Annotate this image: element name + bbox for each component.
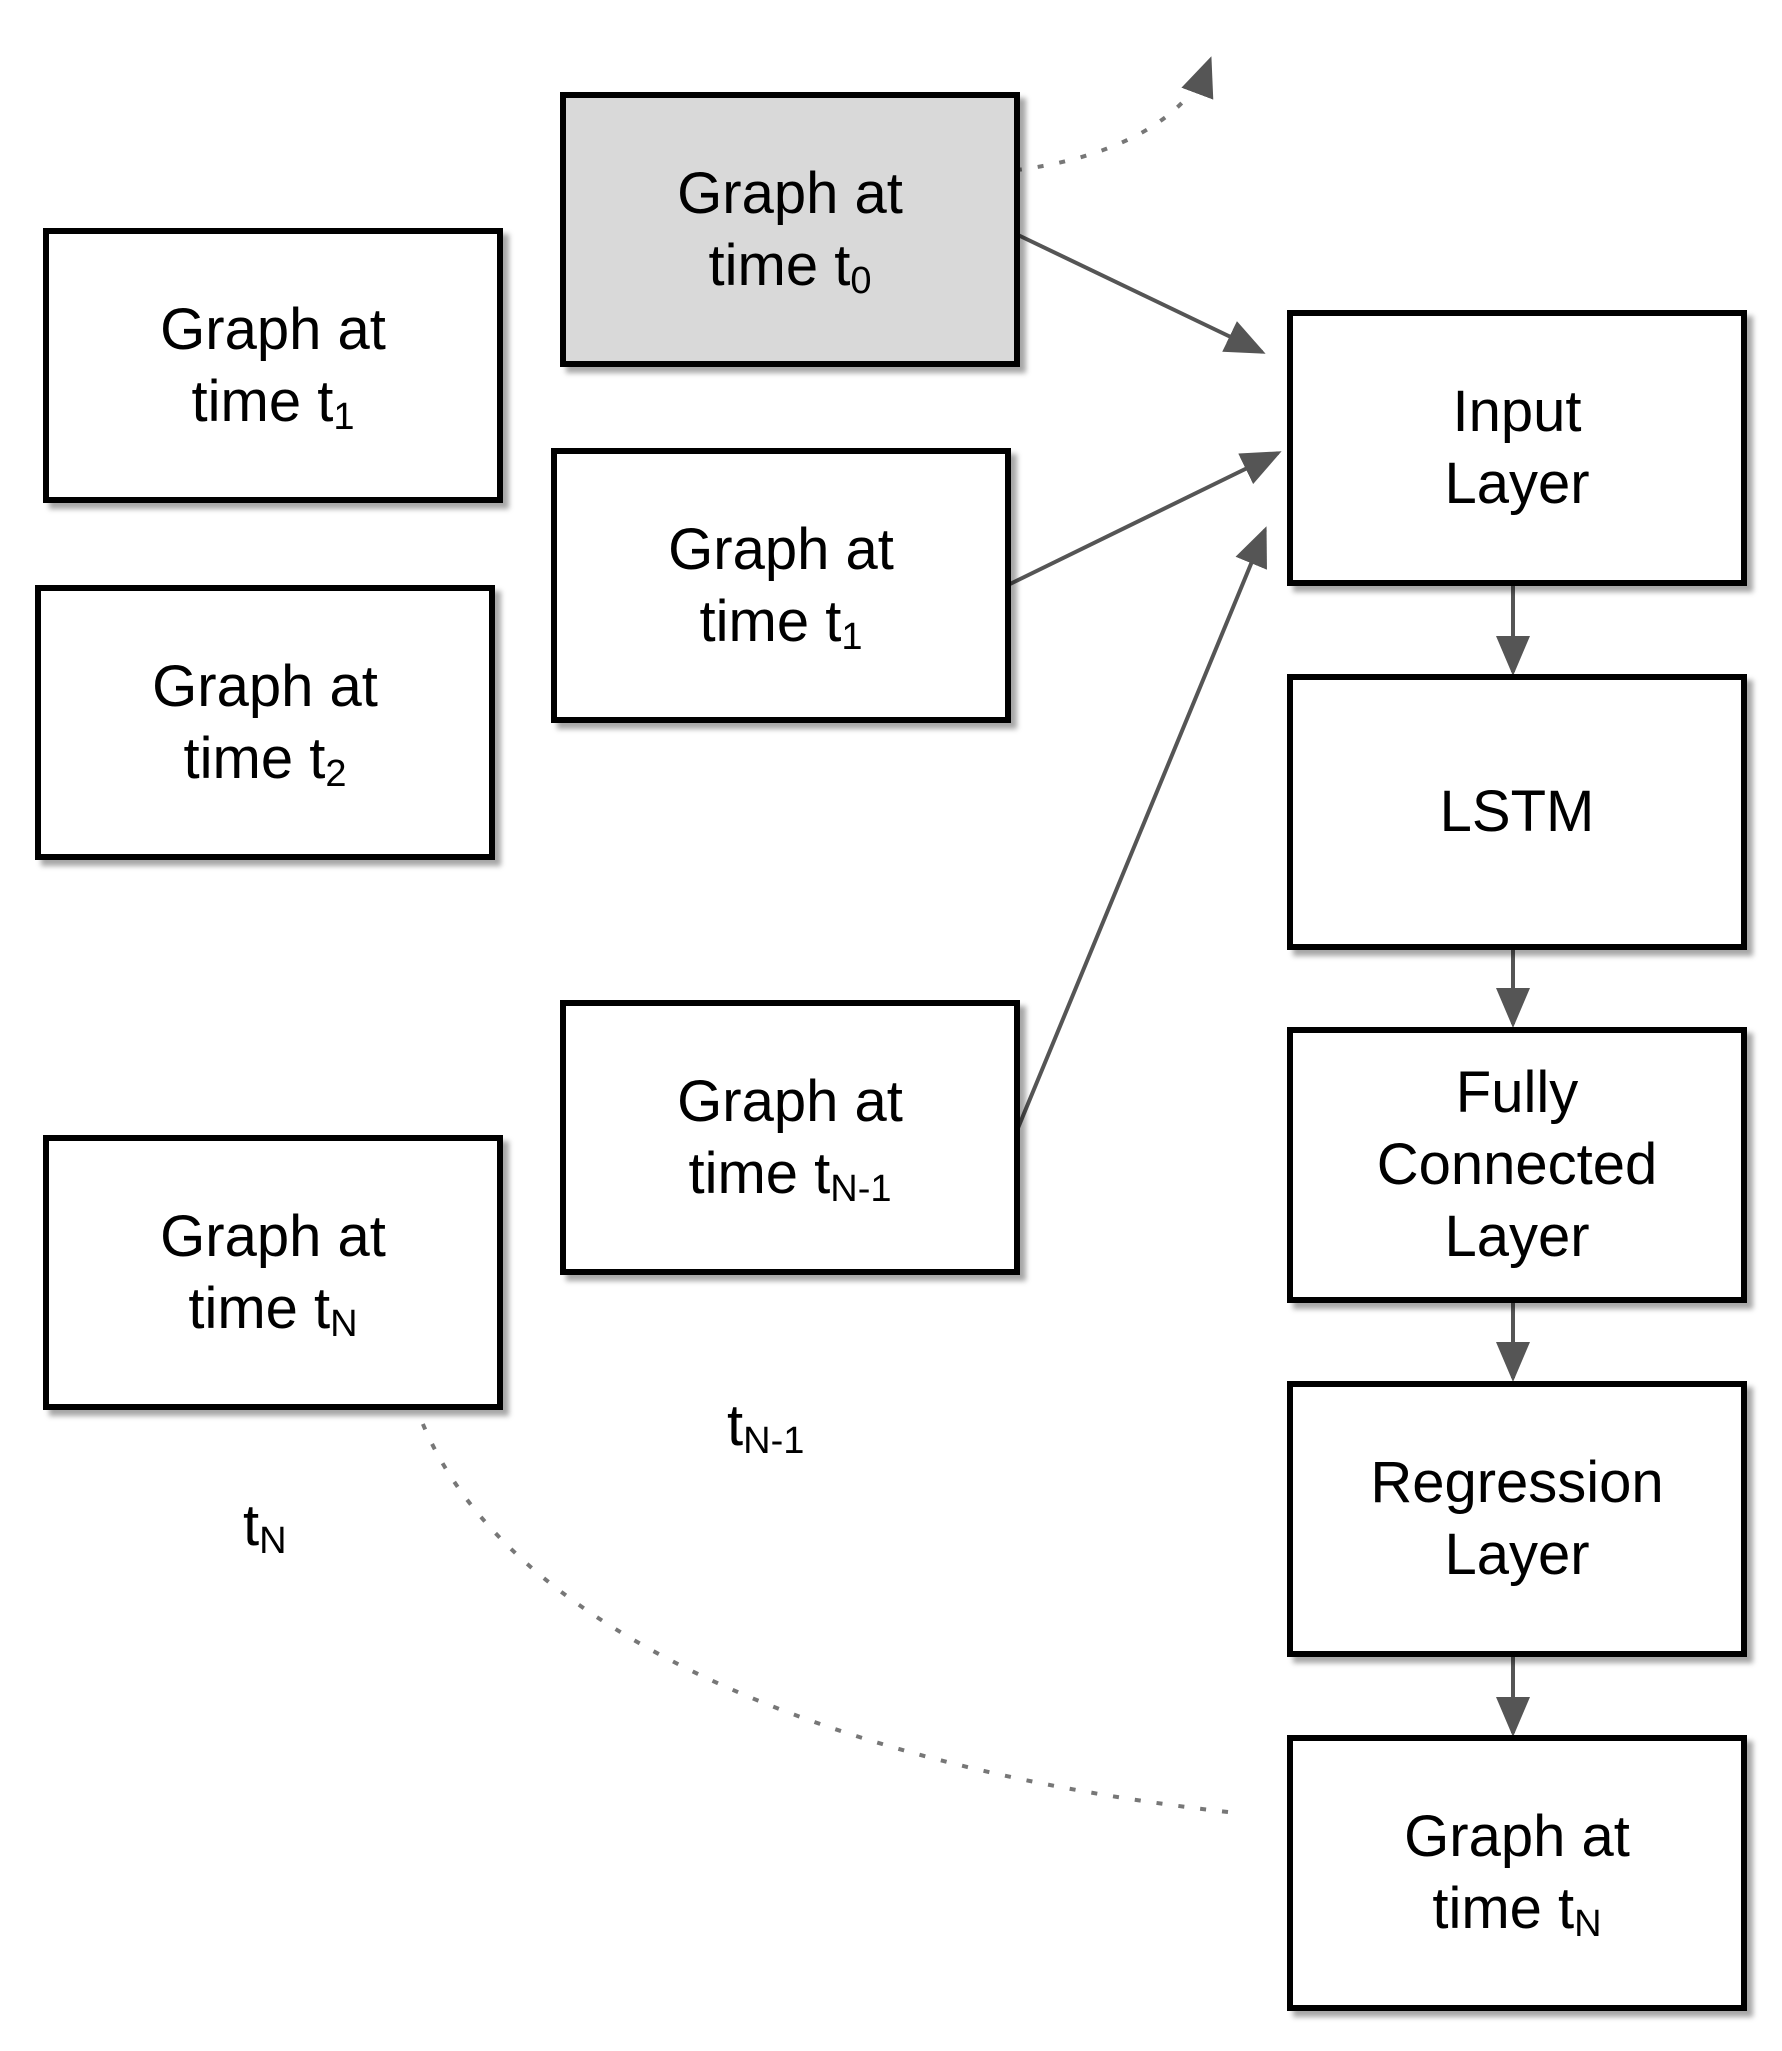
free-label-subscript: N bbox=[259, 1520, 287, 1562]
free-label-tN-1: tN-1 bbox=[727, 1390, 804, 1462]
free-label-tN: tN bbox=[243, 1490, 287, 1562]
graph-node-t1-left: Graph at time t1 bbox=[43, 228, 503, 503]
input-layer-node: Input Layer bbox=[1287, 310, 1747, 586]
graph-node-t0: Graph at time t0 bbox=[560, 92, 1020, 367]
node-label-line1: Graph at bbox=[1404, 1804, 1630, 1869]
time-word: time t bbox=[183, 725, 326, 791]
node-label-line2: time tN-1 bbox=[688, 1138, 891, 1210]
time-subscript: 0 bbox=[850, 259, 872, 302]
free-label-base: t bbox=[243, 1493, 260, 1558]
node-label-line1: Graph at bbox=[677, 160, 903, 226]
node-label-line1: Graph at bbox=[668, 516, 894, 582]
node-label-line2: Layer bbox=[1444, 1522, 1590, 1587]
node-label-line1: Input bbox=[1452, 379, 1582, 444]
node-label-line1: Graph at bbox=[160, 296, 386, 362]
time-word: time t bbox=[708, 232, 851, 298]
free-label-subscript: N-1 bbox=[743, 1420, 805, 1462]
time-subscript: 2 bbox=[325, 752, 347, 795]
time-subscript: 1 bbox=[841, 615, 863, 658]
time-subscript: N bbox=[1574, 1903, 1602, 1945]
node-label-line2: Connected bbox=[1376, 1132, 1658, 1197]
time-word: time t bbox=[699, 588, 842, 654]
node-label-line1: Graph at bbox=[152, 653, 378, 719]
node-label-line2: Layer bbox=[1444, 451, 1590, 516]
graph-node-tN-left: Graph at time tN bbox=[43, 1135, 503, 1410]
node-label-line2: time tN bbox=[188, 1273, 357, 1345]
graph-node-t2-left: Graph at time t2 bbox=[35, 585, 495, 860]
time-subscript: N bbox=[330, 1302, 358, 1345]
output-graph-node-tN: Graph at time tN bbox=[1287, 1735, 1747, 2011]
time-word: time t bbox=[188, 1275, 331, 1341]
time-word: time t bbox=[1432, 1876, 1575, 1941]
node-label-line2: time t1 bbox=[192, 366, 355, 438]
node-label-line2: time t1 bbox=[700, 586, 863, 658]
regression-layer-node: Regression Layer bbox=[1287, 1381, 1747, 1657]
node-label-line1: Fully bbox=[1455, 1060, 1579, 1125]
node-label-line1: Graph at bbox=[160, 1203, 386, 1269]
time-word: time t bbox=[191, 368, 334, 434]
arrow-tN1-to-input bbox=[1016, 526, 1267, 1129]
arrow-t1-to-input bbox=[1009, 451, 1282, 586]
arrow-t0-to-input bbox=[1017, 233, 1266, 354]
node-label-line2: time t2 bbox=[184, 723, 347, 795]
node-label-line2: time t0 bbox=[709, 230, 872, 302]
time-subscript: 1 bbox=[333, 395, 355, 438]
node-label-line1: Regression bbox=[1370, 1450, 1664, 1515]
graph-node-tN-1: Graph at time tN-1 bbox=[560, 1000, 1020, 1275]
node-label-line1: Graph at bbox=[677, 1068, 903, 1134]
node-label-line3: Layer bbox=[1444, 1204, 1590, 1269]
dotted-arrow-top bbox=[927, 56, 1214, 177]
fully-connected-layer-node: Fully Connected Layer bbox=[1287, 1027, 1747, 1303]
lstm-node: LSTM bbox=[1287, 674, 1747, 950]
node-label-line1: LSTM bbox=[1439, 779, 1595, 844]
time-word: time t bbox=[688, 1140, 831, 1206]
time-subscript: N-1 bbox=[830, 1167, 892, 1210]
dotted-arrow-bottom bbox=[383, 1306, 1229, 1814]
graph-node-t1: Graph at time t1 bbox=[551, 448, 1011, 723]
node-label-line2: time tN bbox=[1432, 1873, 1601, 1945]
free-label-base: t bbox=[727, 1393, 744, 1458]
